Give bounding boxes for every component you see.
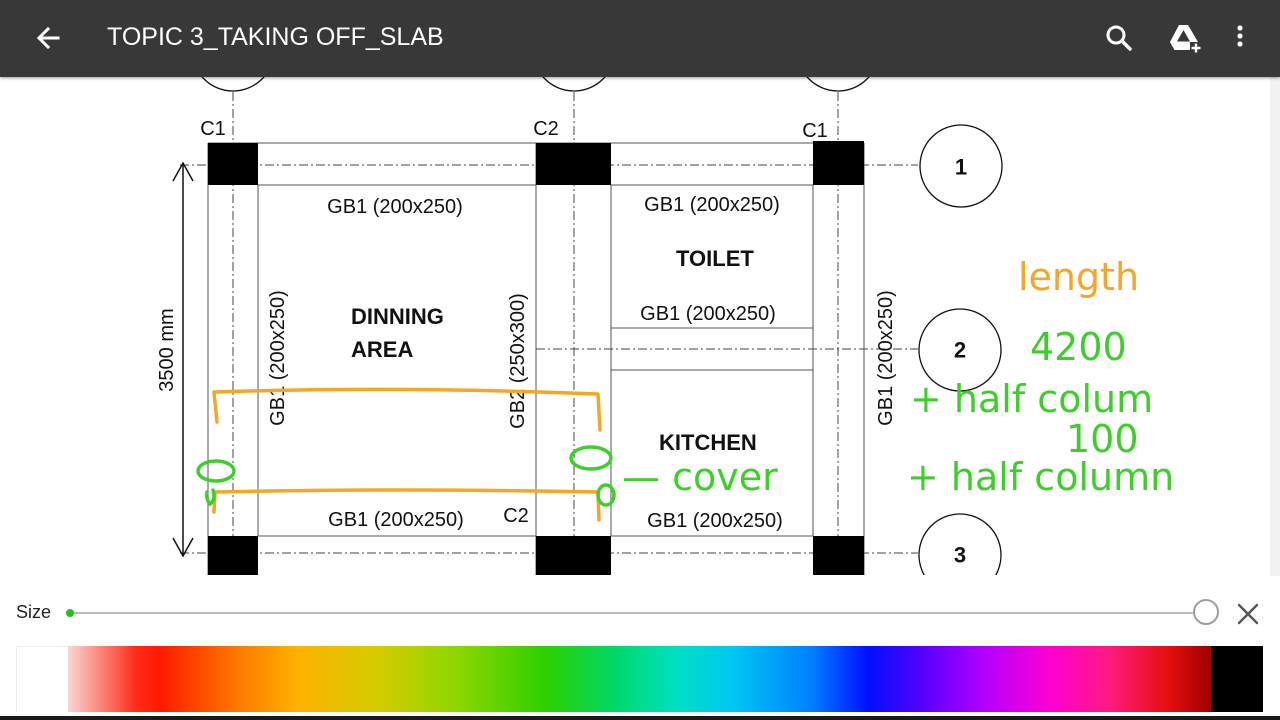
beam-label-top-left: GB1 (200x250) bbox=[327, 196, 463, 218]
close-icon bbox=[1237, 603, 1259, 625]
column-c2-b1 bbox=[536, 143, 611, 185]
column-label-c2-top: C2 bbox=[533, 118, 559, 140]
more-options-button[interactable] bbox=[1218, 16, 1262, 60]
palette-white-swatch[interactable] bbox=[16, 646, 68, 712]
beam-label-right-vertical: GB1 (200x250) bbox=[875, 290, 897, 426]
annotation-half-column-2: + half column bbox=[907, 455, 1174, 499]
vertical-scrollbar[interactable] bbox=[1270, 77, 1280, 577]
back-button[interactable] bbox=[26, 16, 70, 60]
annotation-cover: — cover bbox=[622, 455, 778, 499]
dimension-label: 3500 mm bbox=[156, 308, 178, 391]
drive-add-icon bbox=[1170, 25, 1202, 54]
beam-label-left-vertical: GB1 (200x250) bbox=[267, 290, 289, 426]
grid-bubble-3: 3 bbox=[954, 543, 966, 568]
column-c3 bbox=[813, 536, 864, 575]
beam-label-bottom-left: GB1 (200x250) bbox=[328, 509, 464, 531]
column-label-c2-bottom: C2 bbox=[503, 505, 529, 527]
beam-label-toilet-bottom: GB1 (200x250) bbox=[640, 303, 776, 325]
column-c1-c1 bbox=[813, 141, 864, 185]
room-label-toilet: TOILET bbox=[676, 246, 754, 271]
room-label-kitchen: KITCHEN bbox=[659, 430, 757, 455]
grid-bubble-1: 1 bbox=[955, 155, 967, 180]
column-label-c1-right: C1 bbox=[802, 120, 828, 142]
palette-black-swatch[interactable] bbox=[1211, 646, 1263, 712]
column-a3 bbox=[208, 536, 258, 575]
column-label-c1-left: C1 bbox=[200, 118, 226, 140]
beam-label-bottom-right: GB1 (200x250) bbox=[647, 510, 783, 532]
document-title: TOPIC 3_TAKING OFF_SLAB bbox=[107, 23, 444, 51]
search-icon bbox=[1106, 25, 1132, 51]
column-b3 bbox=[536, 536, 611, 575]
slider-track[interactable] bbox=[70, 612, 1206, 614]
arrow-back-icon bbox=[36, 26, 60, 50]
annotation-length: length bbox=[1018, 255, 1139, 299]
slider-thumb[interactable] bbox=[1193, 599, 1219, 625]
beam-label-top-right: GB1 (200x250) bbox=[644, 194, 780, 216]
beam-label-middle-vertical: GB2 (250x300) bbox=[507, 293, 529, 429]
size-label: Size bbox=[16, 602, 52, 622]
add-to-drive-button[interactable] bbox=[1162, 16, 1206, 60]
color-spectrum-palette[interactable] bbox=[68, 646, 1211, 712]
annotation-half-value: 100 bbox=[1066, 417, 1139, 461]
column-c1-a1 bbox=[208, 143, 258, 185]
annotation-value: 4200 bbox=[1030, 325, 1127, 369]
pen-settings-panel: Size bbox=[0, 576, 1280, 720]
more-vert-icon bbox=[1237, 25, 1243, 47]
slider-min-dot bbox=[66, 609, 74, 617]
annotation-half-column-1: + half colum bbox=[910, 377, 1153, 421]
size-slider[interactable] bbox=[66, 598, 1226, 630]
grid-bubble-2: 2 bbox=[954, 338, 966, 363]
search-button[interactable] bbox=[1097, 16, 1141, 60]
close-button[interactable] bbox=[1232, 598, 1264, 630]
bottom-edge bbox=[0, 716, 1280, 720]
app-bar: TOPIC 3_TAKING OFF_SLAB bbox=[0, 0, 1280, 77]
room-label-dining-1: DINNING bbox=[351, 304, 444, 329]
room-label-dining-2: AREA bbox=[351, 337, 413, 362]
